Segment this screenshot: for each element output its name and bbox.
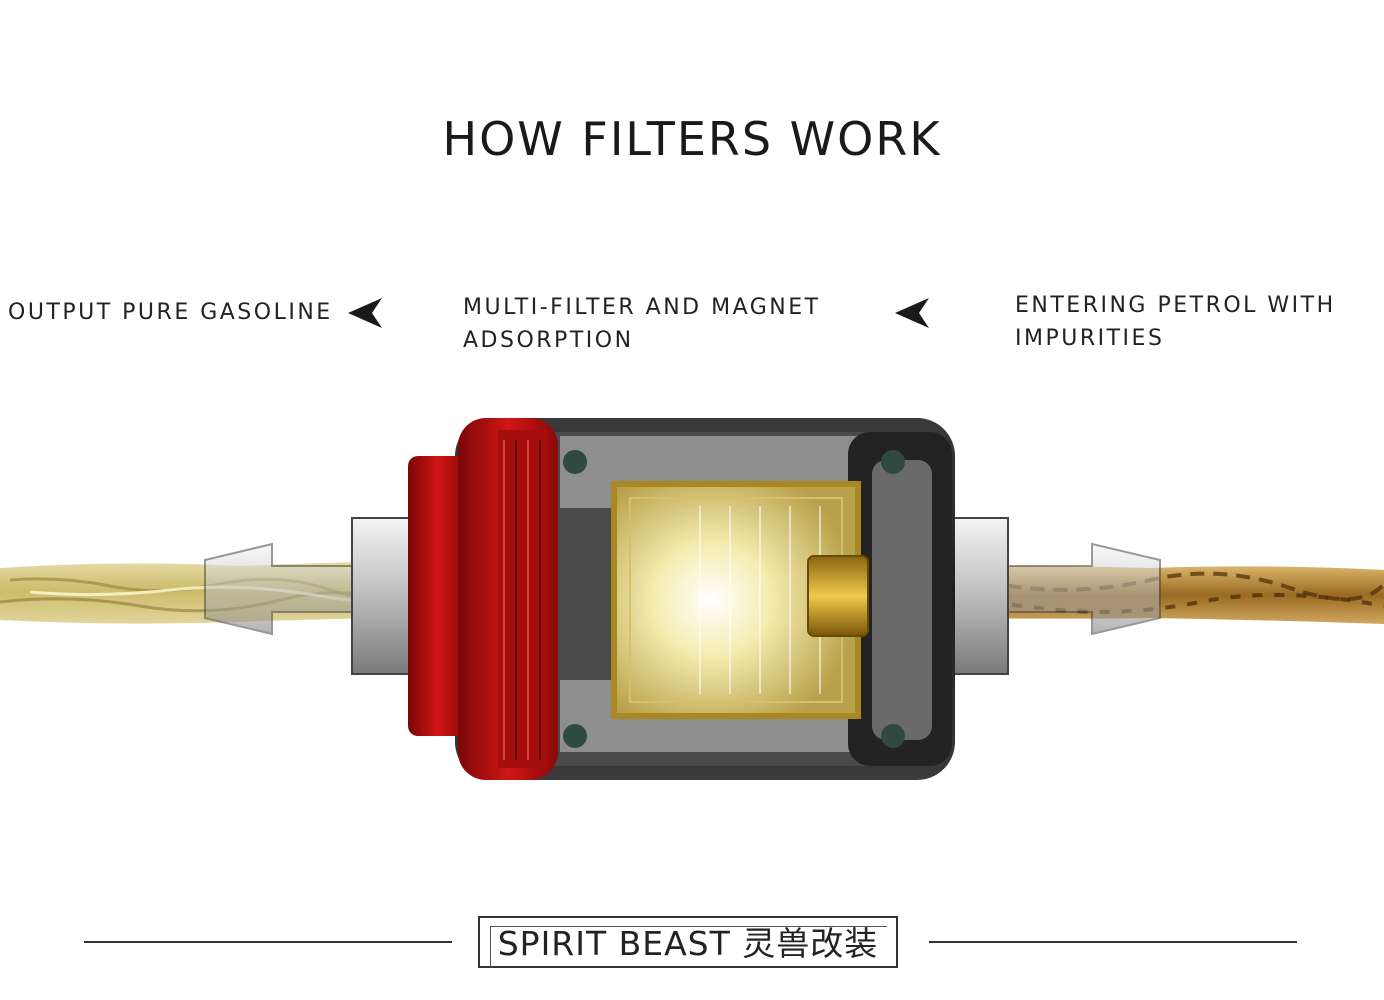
arrow-left-icon bbox=[895, 298, 929, 328]
brand-frame-inner bbox=[490, 926, 887, 967]
housing-bolts bbox=[563, 450, 905, 748]
footer-divider-right bbox=[929, 941, 1297, 943]
filter-label-line2: ADSORPTION bbox=[463, 328, 634, 353]
entering-label-line1: ENTERING PETROL WITH bbox=[1015, 293, 1336, 318]
arrow-left-icon bbox=[348, 298, 382, 328]
filter-label-line1: MULTI-FILTER AND MAGNET bbox=[463, 295, 821, 320]
page-title: HOW FILTERS WORK bbox=[442, 112, 942, 166]
brand-frame bbox=[478, 916, 898, 968]
fuel-filter-illustration bbox=[0, 418, 1384, 780]
outlet-nozzle bbox=[204, 517, 413, 675]
filter-label: MULTI-FILTER AND MAGNET ADSORPTION bbox=[463, 291, 821, 357]
footer-divider-left bbox=[84, 941, 452, 943]
entering-label-line2: IMPURITIES bbox=[1015, 326, 1165, 351]
red-end-cap bbox=[408, 418, 558, 780]
output-label: OUTPUT PURE GASOLINE bbox=[8, 300, 333, 325]
inlet-nozzle bbox=[951, 517, 1161, 675]
brand-label: SPIRIT BEAST 灵兽改装 bbox=[497, 924, 879, 963]
entering-label: ENTERING PETROL WITH IMPURITIES bbox=[1015, 289, 1336, 355]
magnet bbox=[807, 555, 869, 637]
